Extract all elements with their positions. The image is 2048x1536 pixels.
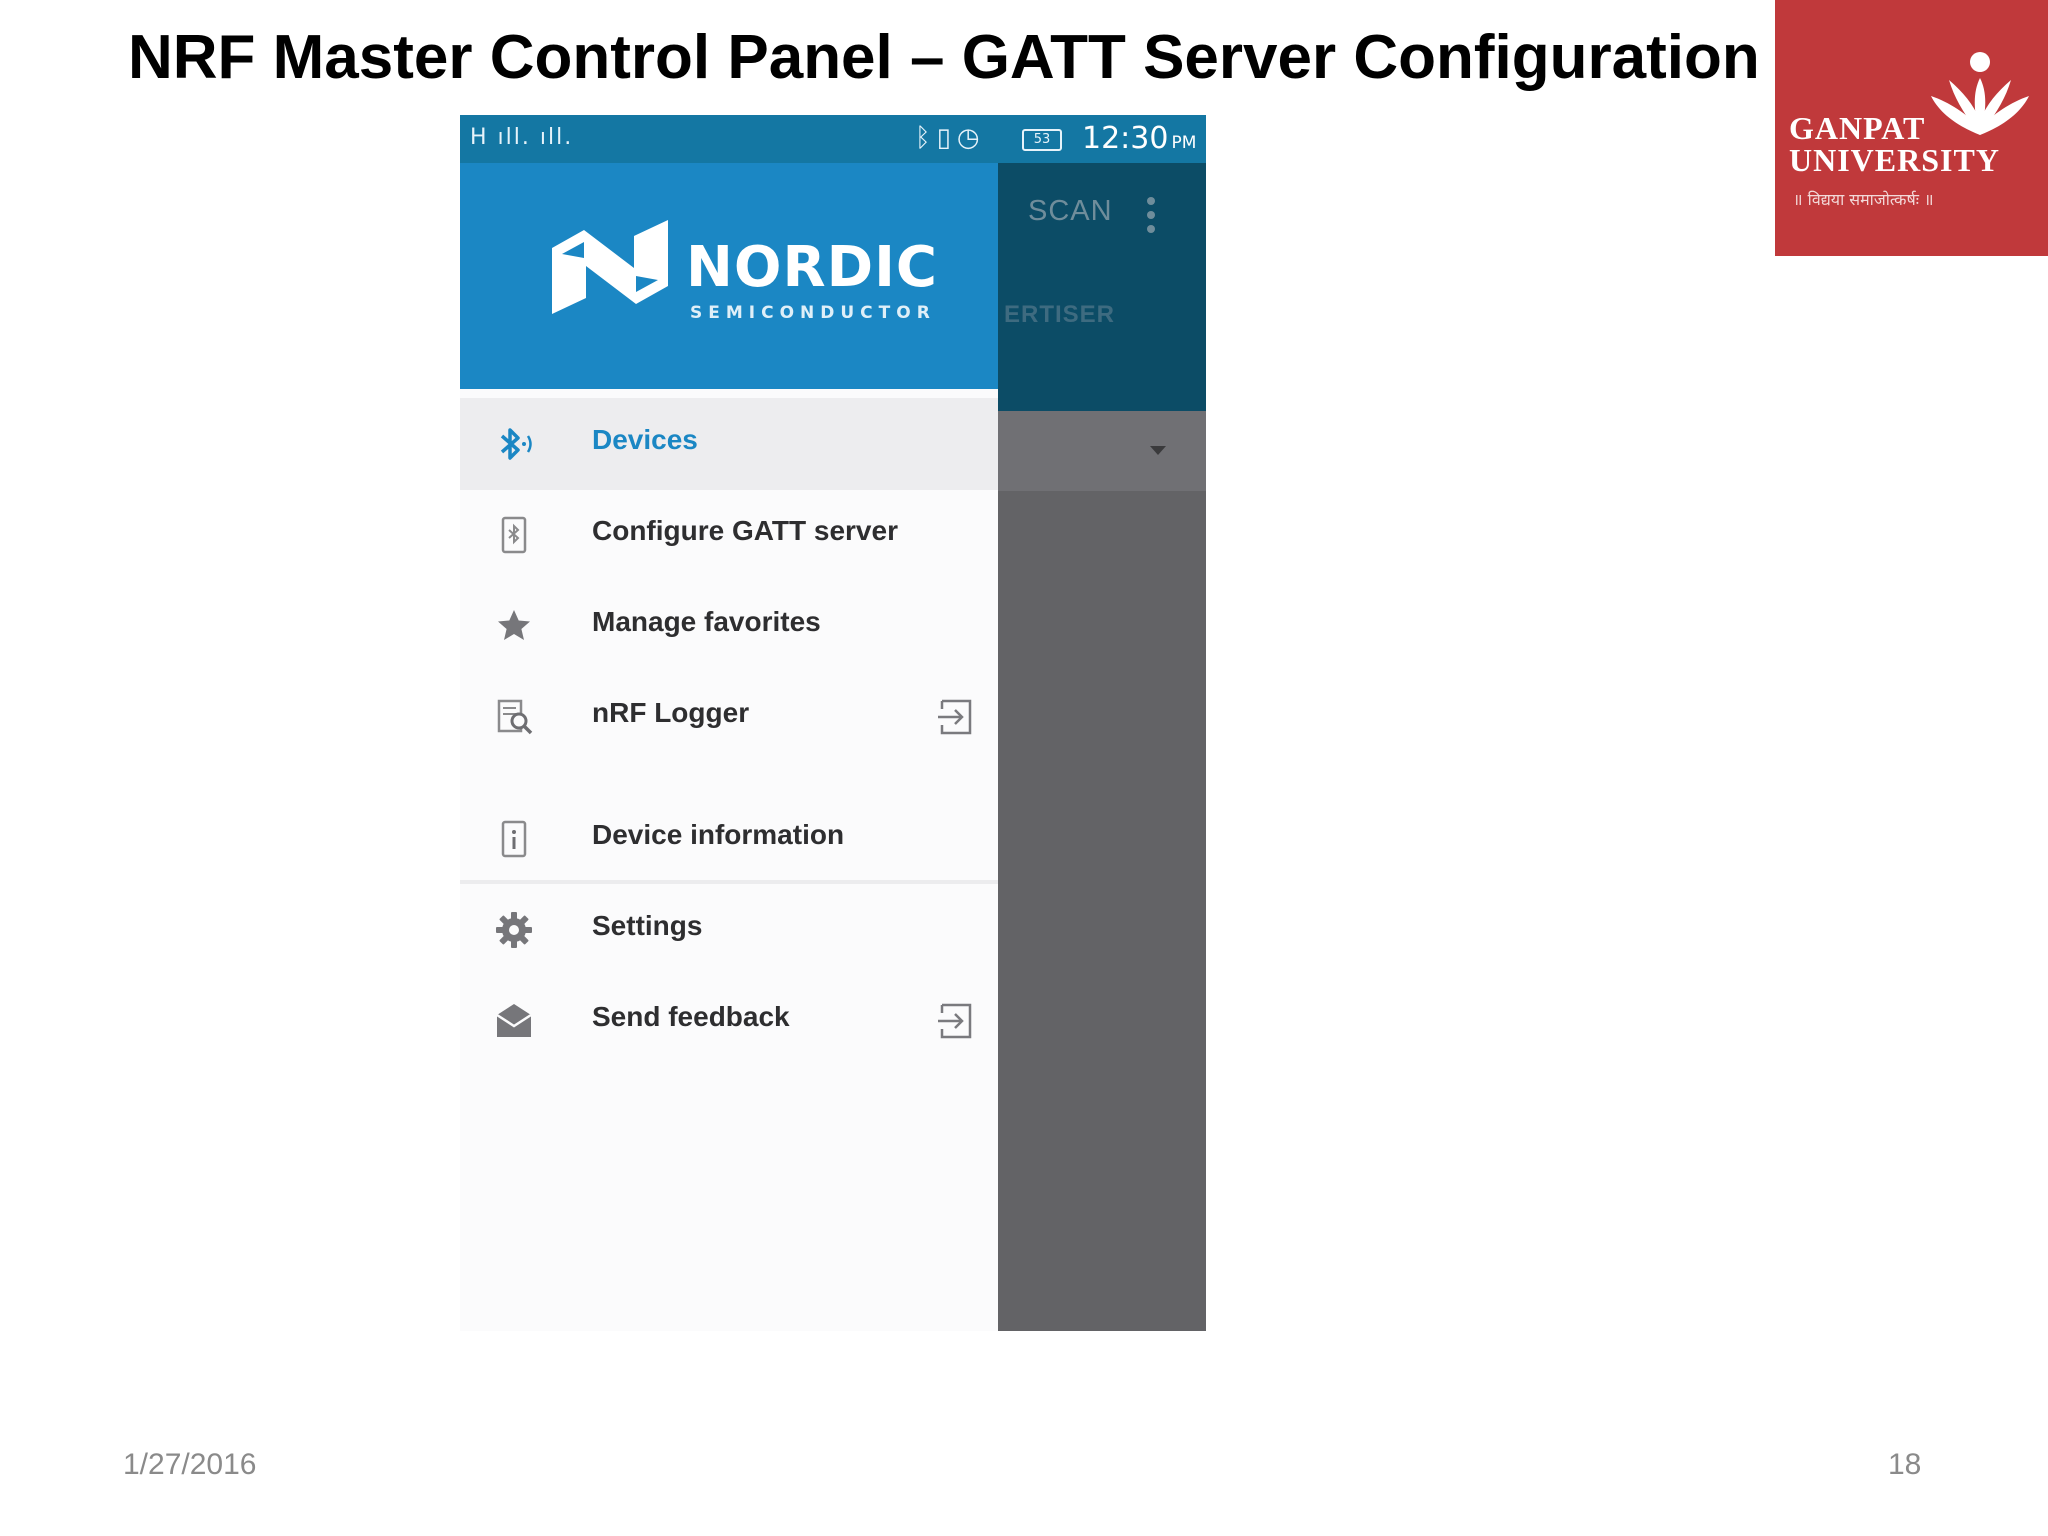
app-toolbar (998, 163, 1206, 411)
lotus-icon (1931, 52, 2029, 135)
status-icons: ᛒ▯◷ (915, 123, 986, 153)
slide-date: 1/27/2016 (123, 1448, 257, 1481)
university-logo: GANPAT UNIVERSITY ॥ विद्यया समाजोत्कर्षः… (1775, 0, 2048, 256)
drawer-item-configure-gatt-server[interactable]: Configure GATT server (460, 489, 998, 581)
logger-icon (497, 699, 533, 735)
mail-icon (496, 1004, 532, 1037)
logo-line-2: UNIVERSITY (1789, 142, 2000, 178)
drawer-item-label: Devices (592, 424, 698, 455)
drawer-divider (460, 880, 998, 884)
external-link-icon (938, 1003, 972, 1039)
signal-indicator: H ıll. ıll. (470, 125, 574, 150)
brand-name: NORDIC (686, 235, 939, 300)
drawer-item-label: Device information (592, 819, 845, 850)
drawer-item-label: nRF Logger (592, 697, 750, 728)
star-icon (498, 610, 530, 640)
nordic-logo-icon (552, 220, 668, 314)
logo-motto: ॥ विद्यया समाजोत्कर्षः ॥ (1793, 190, 1934, 209)
drawer-item-send-feedback[interactable]: Send feedback (460, 975, 998, 1067)
drawer-item-manage-favorites[interactable]: Manage favorites (460, 580, 998, 672)
bluetooth-icon: ᛒ (915, 123, 937, 153)
battery-icon: 53 (1022, 129, 1062, 151)
scan-button[interactable]: SCAN (1028, 195, 1113, 227)
slide-page-number: 18 (1888, 1448, 1922, 1481)
filter-spinner[interactable] (998, 411, 1206, 491)
external-link-icon (938, 699, 972, 735)
phone-bluetooth-icon (501, 516, 527, 554)
navigation-drawer: NORDIC SEMICONDUCTOR Devices Configure G… (460, 163, 998, 1331)
info-icon (501, 820, 527, 858)
drawer-item-label: Send feedback (592, 1001, 790, 1032)
tab-advertiser[interactable]: ERTISER (1004, 301, 1116, 328)
drawer-item-nrf-logger[interactable]: nRF Logger (460, 671, 998, 763)
drawer-item-label: Configure GATT server (592, 515, 898, 546)
logo-line-1: GANPAT (1789, 110, 1926, 146)
drawer-header: NORDIC SEMICONDUCTOR (460, 163, 998, 389)
vibrate-icon: ▯ (936, 123, 957, 153)
drawer-item-label: Settings (592, 910, 703, 941)
brand-subtitle: SEMICONDUCTOR (690, 303, 936, 323)
drawer-item-settings[interactable]: Settings (460, 884, 998, 976)
dropdown-arrow-icon (1150, 446, 1166, 455)
drawer-item-label: Manage favorites (592, 606, 821, 637)
slide-title: NRF Master Control Panel – GATT Server C… (128, 23, 1760, 92)
alarm-icon: ◷ (956, 123, 986, 153)
gear-icon (496, 912, 532, 948)
scrim-overlay[interactable] (998, 491, 1206, 1331)
drawer-item-device-information[interactable]: Device information (460, 793, 998, 885)
overflow-menu-icon[interactable] (1146, 197, 1156, 237)
bluetooth-icon (500, 428, 532, 460)
drawer-item-devices[interactable]: Devices (460, 398, 998, 490)
